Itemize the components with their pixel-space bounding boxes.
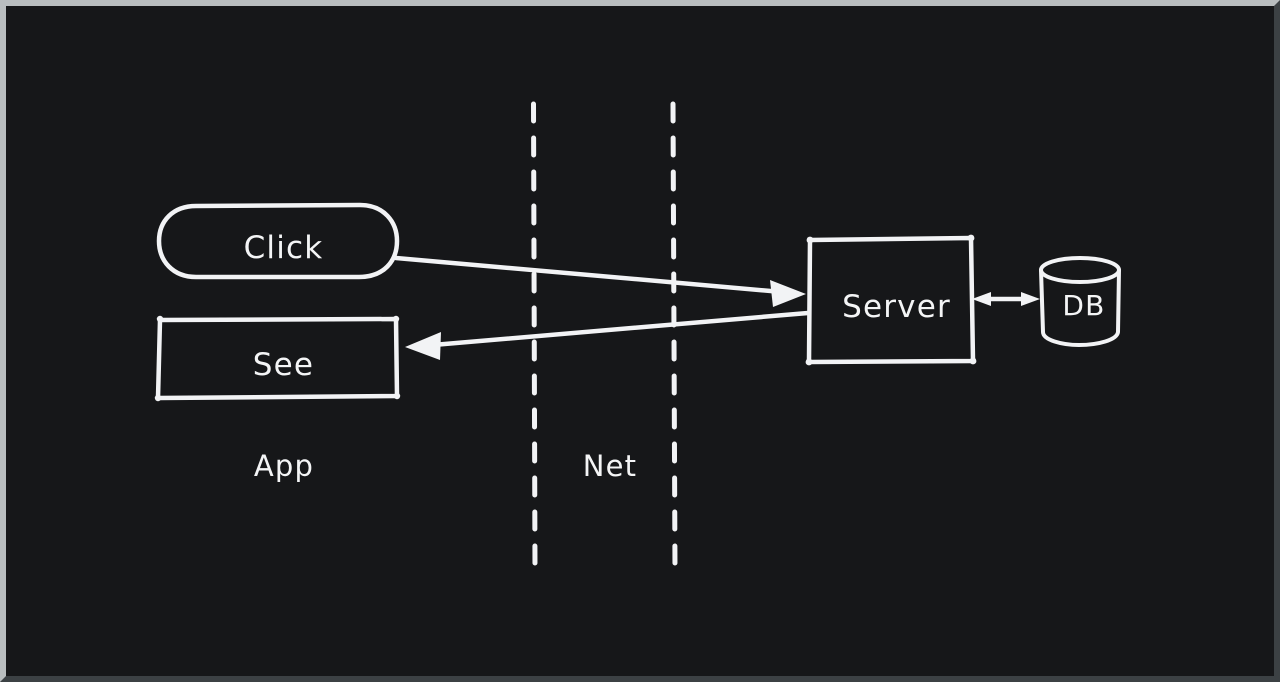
node-server-label: Server [842,289,951,325]
zone-app-label: App [253,449,315,483]
divider-left [531,101,538,575]
node-see-label: See [252,347,315,383]
zone-net-label: Net [582,449,638,483]
node-db[interactable] [1039,256,1121,347]
node-db-label: DB [1062,289,1106,322]
edge-server-to-see[interactable] [405,310,811,360]
edge-click-to-server[interactable] [393,255,806,307]
node-server[interactable] [805,234,977,366]
edge-server-db[interactable] [972,292,1040,306]
divider-right [670,101,678,575]
node-click-label: Click [243,230,324,266]
diagram-canvas[interactable]: Click See Server DB App Net [6,6,1274,676]
node-click[interactable] [156,202,400,280]
node-see[interactable] [154,315,401,402]
